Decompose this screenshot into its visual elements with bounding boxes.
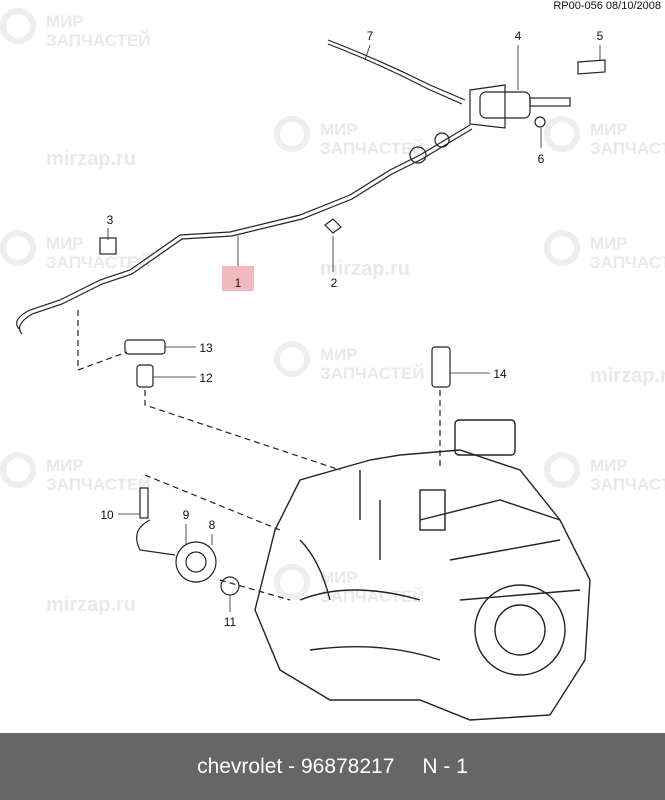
brand: chevrolet	[197, 754, 283, 778]
footer-part-info: chevrolet - 96878217	[197, 755, 394, 779]
watermark-url: mirzap.ru	[46, 148, 137, 170]
watermark-logo-icon	[544, 230, 580, 266]
transmission	[254, 419, 591, 721]
watermark-text: ЗАПЧАСТЕЙ	[46, 475, 151, 494]
watermark-url: mirzap.ru	[46, 594, 137, 616]
watermark-logo-icon	[544, 452, 580, 488]
callout-11[interactable]: 11	[223, 615, 237, 629]
callout-14[interactable]: 14	[493, 367, 507, 381]
watermark-logo-icon	[274, 116, 310, 152]
watermark-logo-icon	[0, 8, 36, 44]
watermark-text: МИР	[320, 568, 358, 587]
callout-10[interactable]: 10	[100, 508, 114, 522]
watermark-text: ЗАПЧАСТЕЙ	[590, 475, 665, 494]
watermark-text: ЗАПЧАСТЕЙ	[590, 253, 665, 272]
separator: -	[288, 754, 296, 778]
callout-3[interactable]: 3	[106, 213, 114, 227]
highlight-box	[222, 266, 254, 291]
callout-4[interactable]: 4	[514, 29, 522, 43]
callout-6[interactable]: 6	[537, 152, 545, 166]
watermark-text: ЗАПЧАСТЕЙ	[320, 587, 425, 606]
watermark-text: МИР	[590, 234, 628, 253]
watermark-text: МИР	[46, 12, 84, 31]
watermark-text: ЗАПЧАСТЕЙ	[320, 139, 425, 158]
watermark-text: ЗАПЧАСТЕЙ	[320, 364, 425, 383]
watermark-text: МИР	[320, 345, 358, 364]
callout-5[interactable]: 5	[596, 29, 604, 43]
watermark-text: ЗАПЧАСТЕЙ	[46, 31, 151, 50]
master-cylinder	[409, 59, 606, 164]
callout-1[interactable]: 1	[234, 276, 242, 290]
footer-bar: chevrolet - 96878217 N - 1	[0, 733, 665, 800]
callout-12[interactable]: 12	[199, 371, 213, 385]
callout-2[interactable]: 2	[330, 276, 338, 290]
clutch-pipe	[16, 124, 473, 335]
hose	[327, 39, 466, 105]
watermark-text: МИР	[590, 456, 628, 475]
fittings	[99, 218, 451, 596]
part-number: 96878217	[300, 754, 395, 778]
watermark-logo-icon	[544, 116, 580, 152]
watermark-text: МИР	[46, 456, 84, 475]
diagram-reference: RP00-056 08/10/2008	[553, 0, 661, 12]
callout-9[interactable]: 9	[182, 508, 190, 522]
watermark-logo-icon	[0, 452, 36, 488]
callout-13[interactable]: 13	[199, 341, 213, 355]
watermark-text: ЗАПЧАСТЕЙ	[46, 253, 151, 272]
watermark-url: mirzap.ru	[590, 365, 665, 387]
callout-8[interactable]: 8	[208, 518, 216, 532]
parts-diagram	[16, 39, 606, 721]
position-number: N - 1	[422, 754, 468, 778]
watermark-logo-icon	[274, 341, 310, 377]
leader-solid	[107, 44, 601, 612]
watermark-logo-icon	[0, 230, 36, 266]
watermark-text: МИР	[320, 120, 358, 139]
leader-lines	[77, 310, 441, 601]
watermark-text: МИР	[46, 234, 84, 253]
watermark-url: mirzap.ru	[320, 258, 411, 280]
watermark-text: МИР	[590, 120, 628, 139]
watermark-text: ЗАПЧАСТЕЙ	[590, 139, 665, 158]
watermark-logo-icon	[274, 564, 310, 600]
callout-7[interactable]: 7	[366, 29, 374, 43]
